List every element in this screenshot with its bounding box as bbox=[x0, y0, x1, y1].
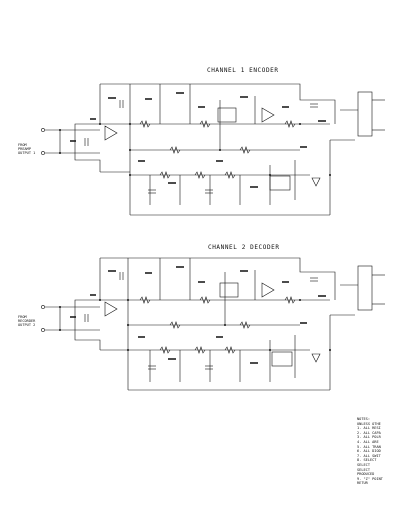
notes-line: PRODUCED bbox=[357, 472, 375, 477]
decoder-ic-2 bbox=[271, 351, 293, 367]
decoder-input-jack-1 bbox=[41, 305, 45, 309]
decoder-title: CHANNEL 2 DECODER bbox=[208, 244, 280, 251]
notes-line: 6. ALL DIOD bbox=[357, 449, 381, 454]
notes-block: NOTES: UNLESS OTHE 1. ALL RESI 2. ALL CA… bbox=[357, 417, 399, 486]
notes-line: 8. SELECT bbox=[357, 458, 377, 463]
encoder-output-switch bbox=[357, 91, 373, 137]
notes-line: 4. ALL ARE bbox=[357, 439, 379, 444]
notes-line: 5. ALL TRAN bbox=[357, 444, 381, 449]
notes-line: SELECT bbox=[357, 462, 370, 467]
encoder-input-label: FROM PREAMP OUTPUT 1 bbox=[18, 143, 36, 155]
encoder-amp-1 bbox=[104, 125, 118, 141]
decoder-amp-1 bbox=[104, 301, 118, 317]
notes-line: RETUR bbox=[357, 481, 368, 486]
decoder-circuit bbox=[41, 257, 385, 391]
notes-line: 9. "Z" POINT bbox=[357, 476, 383, 481]
encoder-ic-1 bbox=[217, 107, 237, 123]
notes-line: 1. ALL RESI bbox=[357, 426, 381, 431]
decoder-ground-symbol bbox=[311, 353, 321, 363]
decoder-input-jack-2 bbox=[41, 328, 45, 332]
decoder-ic-1 bbox=[219, 282, 239, 298]
decoder-output-switch bbox=[357, 265, 373, 311]
notes-line: 2. ALL CAPA bbox=[357, 430, 381, 435]
encoder-title: CHANNEL 1 ENCODER bbox=[207, 67, 279, 74]
decoder-input-label: FROM RECORDER OUTPUT 2 bbox=[18, 315, 36, 327]
encoder-ground-symbol bbox=[311, 177, 321, 187]
decoder-amp-2 bbox=[261, 282, 275, 298]
notes-line: SELECT bbox=[357, 467, 370, 472]
input-jack-1 bbox=[41, 128, 45, 132]
notes-line: UNLESS OTHE bbox=[357, 421, 381, 426]
notes-line: 3. ALL POLR bbox=[357, 435, 381, 440]
notes-heading: NOTES: bbox=[357, 417, 370, 421]
encoder-ic-2 bbox=[269, 175, 291, 191]
input-jack-2 bbox=[41, 151, 45, 155]
encoder-circuit bbox=[41, 83, 385, 216]
notes-line: 7. ALL SWIT bbox=[357, 453, 381, 458]
encoder-amp-2 bbox=[261, 107, 275, 123]
